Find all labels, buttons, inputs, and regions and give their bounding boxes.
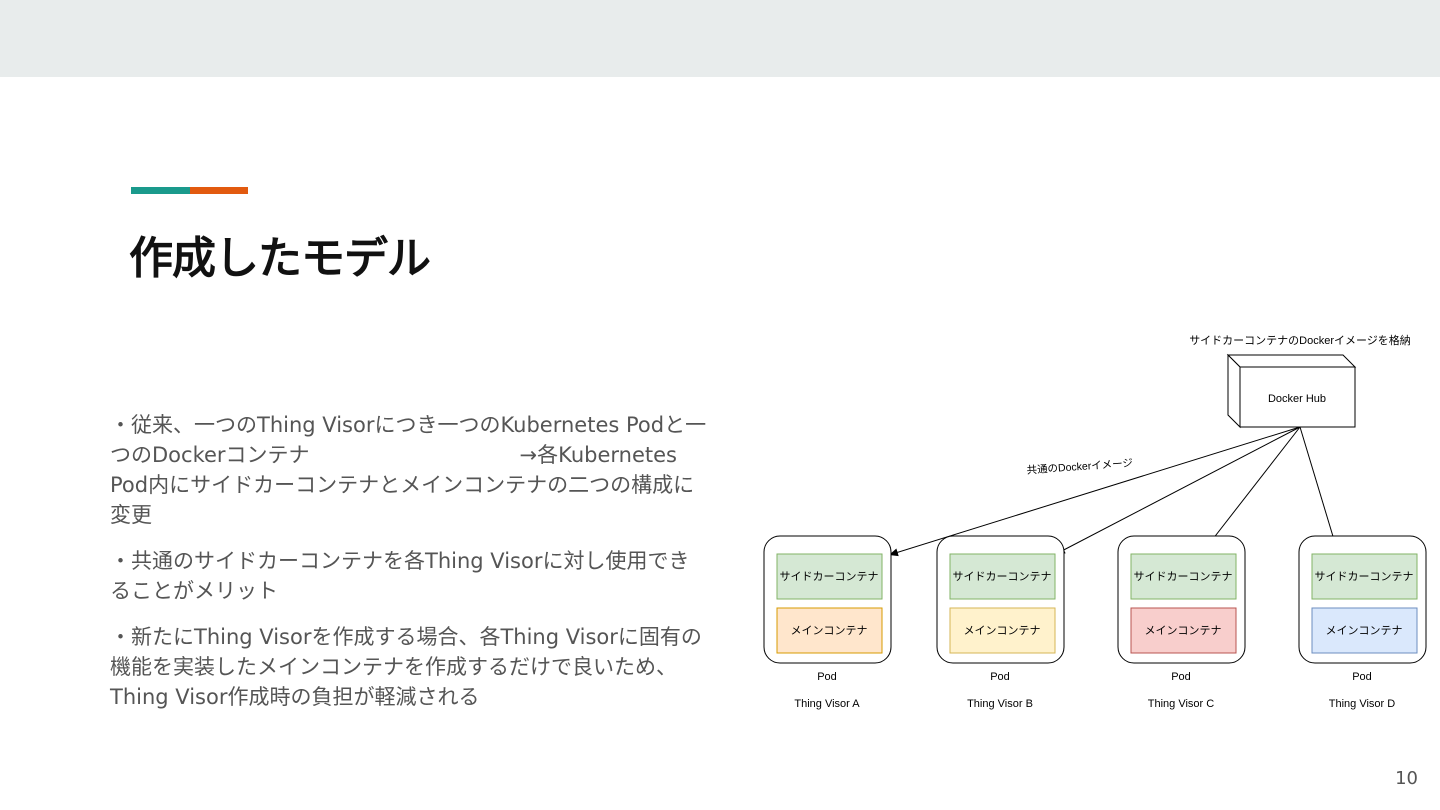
page-number: 10 bbox=[1395, 768, 1418, 789]
sidecar-container-box bbox=[949, 553, 1056, 600]
pod-a: サイドカーコンテナ メインコンテナ Pod Thing Visor A bbox=[763, 535, 892, 710]
sidecar-container-box bbox=[1311, 553, 1418, 600]
pod-label: Pod bbox=[1352, 671, 1372, 683]
pod-label: Pod bbox=[1171, 671, 1191, 683]
sidecar-container-box bbox=[776, 553, 883, 600]
sidecar-container-label: サイドカーコンテナ bbox=[953, 570, 1052, 583]
bullet-item-1: ・従来、一つのThing Visorにつき一つのKubernetes Podと一… bbox=[110, 413, 707, 527]
sidecar-container-label: サイドカーコンテナ bbox=[780, 570, 879, 583]
pod-c: サイドカーコンテナ メインコンテナ Pod Thing Visor C bbox=[1117, 535, 1246, 710]
pod-b: サイドカーコンテナ メインコンテナ Pod Thing Visor B bbox=[936, 535, 1065, 710]
header-band bbox=[0, 0, 1440, 77]
edge-label: 共通のDockerイメージ bbox=[1026, 457, 1133, 476]
pod-d: サイドカーコンテナ メインコンテナ Pod Thing Visor D bbox=[1298, 535, 1427, 710]
main-container-label: メインコンテナ bbox=[1145, 624, 1222, 637]
bullet-list: ・従来、一つのThing Visorにつき一つのKubernetes Podと一… bbox=[110, 410, 710, 728]
slide-title: 作成したモデル bbox=[129, 233, 431, 284]
main-container-box bbox=[1311, 607, 1418, 654]
main-container-label: メインコンテナ bbox=[964, 624, 1041, 637]
sidecar-container-label: サイドカーコンテナ bbox=[1134, 570, 1233, 583]
edge-to-pod-a bbox=[888, 426, 1301, 557]
edge-to-pod-b bbox=[1055, 426, 1301, 555]
sidecar-container-label: サイドカーコンテナ bbox=[1315, 570, 1414, 583]
main-container-label: メインコンテナ bbox=[791, 624, 868, 637]
main-container-box bbox=[1130, 607, 1237, 654]
thing-visor-name: Thing Visor C bbox=[1148, 698, 1214, 710]
docker-hub-cube: Docker Hub bbox=[1226, 353, 1357, 429]
edge-to-pod-c bbox=[1201, 426, 1301, 554]
docker-hub-label: Docker Hub bbox=[1268, 393, 1326, 405]
edge-to-pod-d bbox=[1299, 426, 1340, 554]
pod-label: Pod bbox=[990, 671, 1010, 683]
docker-hub-caption: サイドカーコンテナのDockerイメージを格納 bbox=[1189, 333, 1411, 347]
bullet-item-2: ・共通のサイドカーコンテナを各Thing Visorに対し使用できることがメリッ… bbox=[110, 549, 690, 603]
architecture-diagram: サイドカーコンテナのDockerイメージを格納 Docker Hub 共通のDo… bbox=[763, 333, 1427, 710]
thing-visor-name: Thing Visor A bbox=[794, 698, 860, 710]
sidecar-container-box bbox=[1130, 553, 1237, 600]
main-container-label: メインコンテナ bbox=[1326, 624, 1403, 637]
pod-label: Pod bbox=[817, 671, 837, 683]
title-accent-orange bbox=[190, 187, 248, 194]
edges bbox=[888, 426, 1340, 557]
main-container-box bbox=[776, 607, 883, 654]
thing-visor-name: Thing Visor B bbox=[967, 698, 1033, 710]
bullet-item-3: ・新たにThing Visorを作成する場合、各Thing Visorに固有の機… bbox=[110, 625, 702, 709]
thing-visor-name: Thing Visor D bbox=[1329, 698, 1395, 710]
main-container-box bbox=[949, 607, 1056, 654]
title-accent-teal bbox=[131, 187, 190, 194]
